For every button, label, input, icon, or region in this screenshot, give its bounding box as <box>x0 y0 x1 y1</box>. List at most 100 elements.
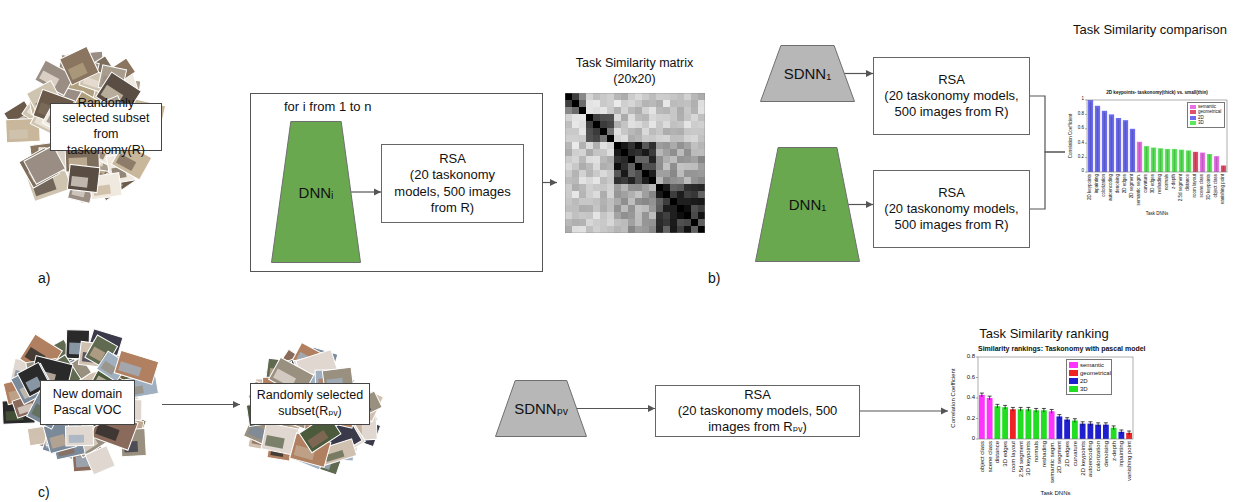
legend-text: geometrical <box>1198 110 1221 115</box>
matrix-cell <box>572 107 579 114</box>
matrix-cell <box>621 198 628 205</box>
error-cap <box>1026 407 1030 408</box>
matrix-cell <box>593 128 600 135</box>
matrix-cell <box>579 177 586 184</box>
matrix-cell <box>579 198 586 205</box>
matrix-cell <box>607 156 614 163</box>
matrix-cell <box>572 219 579 226</box>
error-bar <box>981 393 982 397</box>
legend-text: 2D <box>1080 378 1088 384</box>
matrix-cell <box>684 226 691 233</box>
matrix-cell <box>614 184 621 191</box>
matrix-cell <box>684 93 691 100</box>
error-cap <box>1119 429 1123 430</box>
matrix-cell <box>565 219 572 226</box>
matrix-cell <box>691 226 698 233</box>
connector <box>577 405 655 412</box>
matrix-cell <box>684 107 691 114</box>
photo-frame <box>24 146 66 185</box>
error-bar <box>1098 423 1099 427</box>
chart-panel: Task Similarity comparison00.20.40.60.81… <box>1065 22 1235 250</box>
matrix-cell <box>670 142 677 149</box>
chart-panel: Task Similarity ranking00.20.40.60.8obje… <box>948 326 1140 502</box>
matrix-cell <box>565 142 572 149</box>
matrix-cell <box>656 226 663 233</box>
photo-detail <box>92 458 107 471</box>
photo-detail <box>49 434 66 449</box>
bar <box>1002 407 1008 439</box>
matrix-cell <box>565 93 572 100</box>
matrix-cell <box>670 149 677 156</box>
matrix-cell <box>691 205 698 212</box>
bar <box>1200 153 1205 172</box>
matrix-frame <box>565 93 705 233</box>
network-name: SDNN₁ <box>784 65 832 82</box>
matrix-cell <box>600 135 607 142</box>
matrix-cell <box>614 135 621 142</box>
matrix-cell <box>628 205 635 212</box>
process-box: RSA(20 taskonomy models, 500 images from… <box>381 144 524 223</box>
matrix-cell <box>635 184 642 191</box>
error-cap <box>1088 421 1092 422</box>
matrix-cell <box>621 93 628 100</box>
matrix-panel: Task Similarity matrix (20x20) <box>557 55 712 251</box>
axis-label: colorization <box>1095 441 1101 471</box>
matrix-cell <box>600 100 607 107</box>
matrix-cell <box>593 191 600 198</box>
matrix-cell <box>628 170 635 177</box>
matrix-cell <box>586 177 593 184</box>
matrix-cell <box>628 107 635 114</box>
matrix-cell <box>656 93 663 100</box>
trapezoid-outline <box>756 148 860 262</box>
axis-tick: 0 <box>972 435 975 441</box>
matrix-cell <box>586 226 593 233</box>
matrix-cell <box>593 163 600 170</box>
matrix-cell <box>677 93 684 100</box>
matrix-cell <box>677 142 684 149</box>
axis-label: scene class <box>987 441 993 472</box>
error-cap <box>1034 408 1038 409</box>
photo-detail <box>265 435 285 449</box>
matrix-cell <box>670 191 677 198</box>
box-text: New domain Pascal VOC <box>45 387 130 418</box>
matrix-cell <box>572 93 579 100</box>
matrix-cell <box>635 219 642 226</box>
legend-box: semanticgeometrical2D3D <box>1187 102 1225 128</box>
arrow-head <box>550 179 557 186</box>
bar <box>1025 409 1031 439</box>
error-bar <box>1105 423 1106 427</box>
error-cap <box>1065 417 1069 418</box>
matrix-cell <box>656 184 663 191</box>
matrix-cell <box>565 156 572 163</box>
matrix-cell <box>649 163 656 170</box>
bar <box>994 406 1000 439</box>
matrix-cell <box>607 226 614 233</box>
matrix-cell <box>565 205 572 212</box>
matrix-cell <box>579 226 586 233</box>
trapezoid-outline <box>496 381 587 437</box>
panel-label: b) <box>708 270 720 286</box>
axis-label: inpainting <box>1095 174 1100 193</box>
legend-text: semantic <box>1198 105 1216 110</box>
matrix-cell <box>593 107 600 114</box>
matrix-cell <box>663 219 670 226</box>
error-bar <box>989 396 990 400</box>
bar <box>1049 411 1055 439</box>
legend-row: semantic <box>1069 361 1109 369</box>
error-bar <box>1020 407 1021 411</box>
photo-detail <box>71 176 88 188</box>
matrix-cell <box>635 93 642 100</box>
matrix-cell <box>635 128 642 135</box>
matrix-cell <box>572 135 579 142</box>
image-collage: New domain Pascal VOC <box>2 322 162 487</box>
tick <box>1085 128 1087 129</box>
matrix-cell <box>621 142 628 149</box>
matrix-cell <box>614 142 621 149</box>
legend-swatch <box>1069 386 1078 392</box>
connector <box>1030 152 1065 209</box>
matrix-cell <box>635 121 642 128</box>
matrix-cell <box>628 149 635 156</box>
matrix-cell <box>684 135 691 142</box>
matrix-cell <box>607 184 614 191</box>
